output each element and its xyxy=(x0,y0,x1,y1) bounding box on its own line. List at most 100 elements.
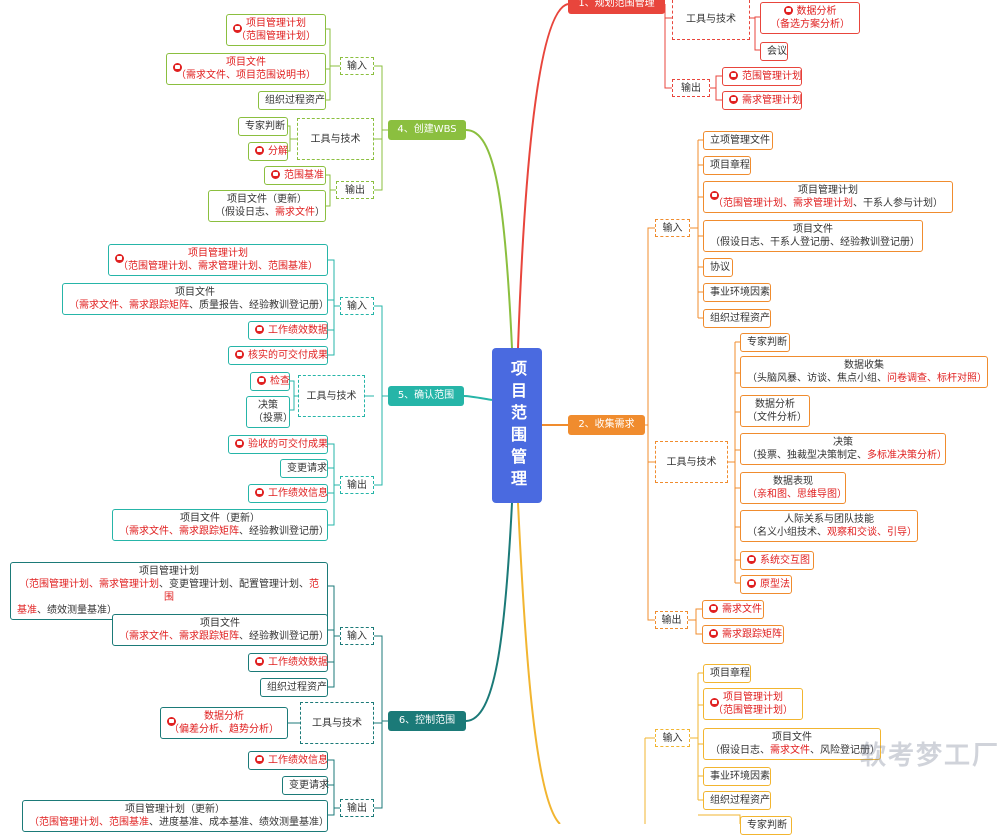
b2-tools-label[interactable]: 工具与技术 xyxy=(655,441,728,483)
b2-data-representation[interactable]: 数据表现 （亲和图、思维导图） xyxy=(740,472,847,504)
flag-icon xyxy=(235,439,244,448)
b3-project-charter[interactable]: 项目章程 xyxy=(703,664,751,683)
b5-pm-plan[interactable]: 项目管理计划 （范围管理计划、需求管理计划、范围基准） xyxy=(108,244,328,276)
b1-tools-label[interactable]: 工具与技术 xyxy=(672,0,750,40)
flag-icon xyxy=(257,376,266,385)
b5-project-docs-update[interactable]: 项目文件（更新） （需求文件、需求跟踪矩阵、经验教训登记册） xyxy=(112,509,329,541)
b3-input-label[interactable]: 输入 xyxy=(655,729,690,747)
b2-data-gathering[interactable]: 数据收集 （头脑风暴、访谈、焦点小组、问卷调查、标杆对照） xyxy=(740,356,988,388)
b5-output-label[interactable]: 输出 xyxy=(340,476,374,494)
b6-pm-plan-update[interactable]: 项目管理计划（更新） （范围管理计划、范围基准、进度基准、成本基准、绩效测量基准… xyxy=(22,800,329,832)
b2-prototypes[interactable]: 原型法 xyxy=(740,575,792,594)
central-topic[interactable]: 项目范围管理 xyxy=(492,348,542,503)
link-b1 xyxy=(517,3,569,349)
flag-icon xyxy=(710,698,719,707)
b2-pm-plan[interactable]: 项目管理计划 （范围管理计划、需求管理计划、干系人参与计划） xyxy=(703,181,953,213)
b6-work-perf-data[interactable]: 工作绩效数据 xyxy=(248,653,328,672)
b6-input-label[interactable]: 输入 xyxy=(340,627,374,645)
flag-icon xyxy=(255,657,264,666)
b5-inspection[interactable]: 检查 xyxy=(250,372,290,391)
b2-output-label[interactable]: 输出 xyxy=(655,611,688,629)
b6-opa[interactable]: 组织过程资产 xyxy=(260,678,328,697)
flag-icon xyxy=(271,170,280,179)
b4-input-label[interactable]: 输入 xyxy=(340,57,374,75)
flag-icon xyxy=(709,629,718,638)
branch-plan-scope[interactable]: 1、规划范围管理 xyxy=(568,0,665,14)
b6-project-docs[interactable]: 项目文件 （需求文件、需求跟踪矩阵、经验教训登记册） xyxy=(112,614,329,646)
flag-icon xyxy=(235,350,244,359)
b6-output-label[interactable]: 输出 xyxy=(340,799,374,817)
b1-meeting[interactable]: 会议 xyxy=(760,42,788,61)
b4-project-docs[interactable]: 项目文件 （需求文件、项目范围说明书） xyxy=(166,53,326,85)
branch-validate-scope[interactable]: 5、确认范围 xyxy=(388,386,464,406)
b1-data-analysis[interactable]: 数据分析 （备选方案分析） xyxy=(760,2,860,34)
link-b6 xyxy=(465,502,513,722)
branch-control-scope[interactable]: 6、控制范围 xyxy=(388,711,466,731)
b2-project-charter[interactable]: 项目章程 xyxy=(703,156,751,175)
b1-output-label[interactable]: 输出 xyxy=(672,79,710,97)
b2-requirements-doc[interactable]: 需求文件 xyxy=(702,600,764,619)
b4-output-label[interactable]: 输出 xyxy=(336,181,374,199)
b2-opa[interactable]: 组织过程资产 xyxy=(703,309,771,328)
b5-change-requests[interactable]: 变更请求 xyxy=(280,459,328,478)
b2-initiation-docs[interactable]: 立项管理文件 xyxy=(703,131,773,150)
b3-opa[interactable]: 组织过程资产 xyxy=(703,791,771,810)
b6-data-analysis[interactable]: 数据分析 （偏差分析、趋势分析） xyxy=(160,707,288,739)
flag-icon xyxy=(115,254,124,263)
b2-eef[interactable]: 事业环境因素 xyxy=(703,283,771,302)
link-b3 xyxy=(517,502,561,824)
b5-input-label[interactable]: 输入 xyxy=(340,297,374,315)
b4-scope-baseline[interactable]: 范围基准 xyxy=(264,166,326,185)
flag-icon xyxy=(709,604,718,613)
branch-create-wbs[interactable]: 4、创建WBS xyxy=(388,120,466,140)
b2-input-label[interactable]: 输入 xyxy=(655,219,690,237)
b5-project-docs[interactable]: 项目文件 （需求文件、需求跟踪矩阵、质量报告、经验教训登记册） xyxy=(62,283,329,315)
b4-opa[interactable]: 组织过程资产 xyxy=(258,91,326,110)
flag-icon xyxy=(173,63,182,72)
b5-work-perf-data[interactable]: 工作绩效数据 xyxy=(248,321,328,340)
flag-icon xyxy=(747,579,756,588)
flag-icon xyxy=(255,488,264,497)
b2-project-docs[interactable]: 项目文件 （假设日志、干系人登记册、经验教训登记册） xyxy=(703,220,923,252)
b2-data-analysis[interactable]: 数据分析 （文件分析） xyxy=(740,395,810,427)
flag-icon xyxy=(255,755,264,764)
flag-icon xyxy=(255,325,264,334)
b4-project-docs-update[interactable]: 项目文件（更新） （假设日志、需求文件） xyxy=(208,190,326,222)
b2-agreements[interactable]: 协议 xyxy=(703,258,733,277)
b6-tools-label[interactable]: 工具与技术 xyxy=(300,702,374,744)
link-b4 xyxy=(465,129,513,349)
b5-accepted-deliverables[interactable]: 验收的可交付成果 xyxy=(228,435,328,454)
flag-icon xyxy=(747,555,756,564)
branch-collect-requirements[interactable]: 2、收集需求 xyxy=(568,415,645,435)
b2-expert-judgment[interactable]: 专家判断 xyxy=(740,333,790,352)
b2-decision-making[interactable]: 决策 （投票、独裁型决策制定、多标准决策分析） xyxy=(740,433,947,465)
b6-pm-plan[interactable]: 项目管理计划 （范围管理计划、需求管理计划、变更管理计划、配置管理计划、范围 基… xyxy=(10,562,328,620)
b1-scope-mgmt-plan[interactable]: 范围管理计划 xyxy=(722,67,802,86)
b5-work-perf-info[interactable]: 工作绩效信息 xyxy=(248,484,328,503)
b6-work-perf-info[interactable]: 工作绩效信息 xyxy=(248,751,328,770)
b5-verified-deliverables[interactable]: 核实的可交付成果 xyxy=(228,346,328,365)
b4-decomposition[interactable]: 分解 xyxy=(248,142,288,161)
b3-expert-judgment[interactable]: 专家判断 xyxy=(740,816,792,835)
b1-requirements-mgmt-plan[interactable]: 需求管理计划 xyxy=(722,91,802,110)
b2-context-diagram[interactable]: 系统交互图 xyxy=(740,551,814,570)
flag-icon xyxy=(729,95,738,104)
b4-tools-label[interactable]: 工具与技术 xyxy=(297,118,374,160)
b5-decision[interactable]: 决策 （投票） xyxy=(246,396,293,428)
b4-expert-judgment[interactable]: 专家判断 xyxy=(238,117,288,136)
flag-icon xyxy=(710,191,719,200)
b5-tools-label[interactable]: 工具与技术 xyxy=(298,375,365,417)
b4-pm-plan[interactable]: 项目管理计划 （范围管理计划） xyxy=(226,14,326,46)
b3-pm-plan[interactable]: 项目管理计划 （范围管理计划） xyxy=(703,688,803,720)
flag-icon xyxy=(729,71,738,80)
b2-traceability-matrix[interactable]: 需求跟踪矩阵 xyxy=(702,625,784,644)
flag-icon xyxy=(783,6,793,15)
b2-interpersonal-skills[interactable]: 人际关系与团队技能 （名义小组技术、观察和交谈、引导） xyxy=(740,510,918,542)
flag-icon xyxy=(255,146,264,155)
b3-eef[interactable]: 事业环境因素 xyxy=(703,767,771,786)
b3-project-docs[interactable]: 项目文件 （假设日志、需求文件、风险登记册） xyxy=(703,728,881,760)
b6-change-requests[interactable]: 变更请求 xyxy=(282,776,329,795)
flag-icon xyxy=(167,717,176,726)
